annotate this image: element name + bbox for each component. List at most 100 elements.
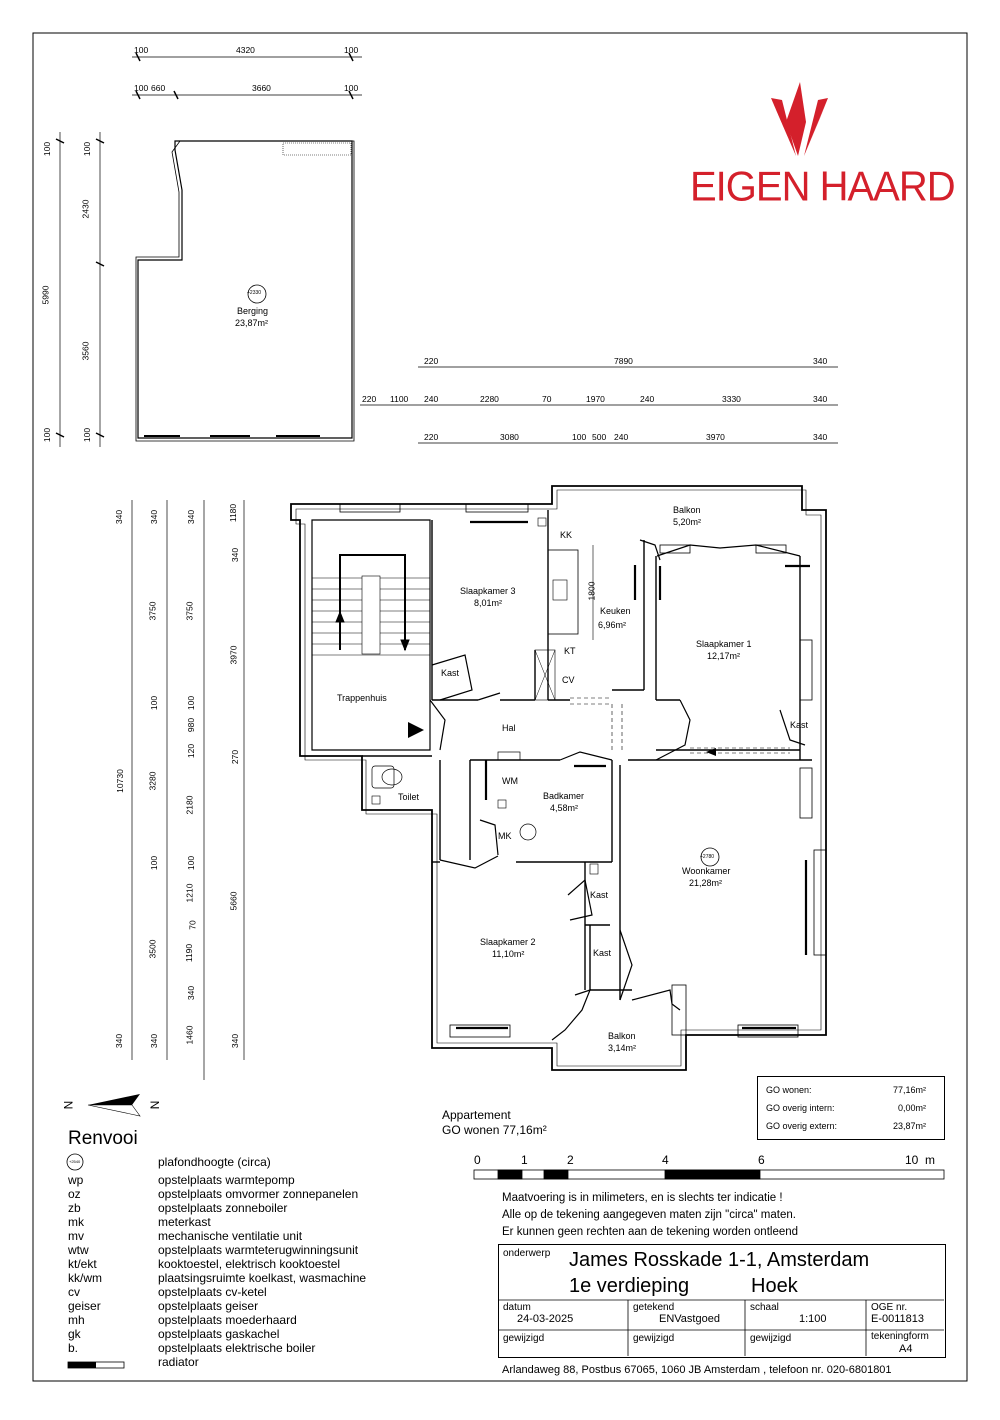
dim-label: 3080 bbox=[500, 432, 519, 442]
radiator-symbol-fill bbox=[68, 1362, 96, 1368]
dim-label: 340 bbox=[813, 432, 828, 442]
dim-label: 340 bbox=[114, 1033, 125, 1049]
dim-label: 100 bbox=[344, 83, 359, 93]
dim-label: 3970 bbox=[706, 432, 725, 442]
dim-label: 120 bbox=[186, 743, 197, 759]
page-frame bbox=[32, 32, 968, 1382]
legend-title: Renvooi bbox=[68, 1128, 138, 1149]
fixture-label: Kast bbox=[590, 890, 609, 900]
dim-label: 5660 bbox=[228, 891, 239, 911]
fixture-label: KT bbox=[564, 646, 576, 656]
brand-wordmark: EIGEN HAARD bbox=[690, 163, 956, 211]
dim-label: 340 bbox=[813, 356, 828, 366]
area-row: GO overig intern:0,00m² bbox=[766, 1103, 926, 1113]
room-area: 6,96m² bbox=[598, 620, 627, 630]
room-name: Berging bbox=[237, 306, 269, 316]
height-symbol-icon bbox=[66, 1153, 84, 1171]
dim-label: 3280 bbox=[147, 771, 158, 791]
legend-item: radiator bbox=[158, 1355, 199, 1369]
dim-label: 7890 bbox=[614, 356, 633, 366]
legend-item: b.opstelplaats elektrische boiler bbox=[68, 1341, 316, 1355]
room-area: 12,17m² bbox=[707, 651, 741, 661]
room-name: Balkon bbox=[608, 1031, 636, 1041]
dim-label: 220 bbox=[362, 394, 377, 404]
room-name: Toilet bbox=[398, 792, 420, 802]
dim-label: 100 bbox=[149, 855, 160, 871]
apartment-dimensions bbox=[131, 366, 838, 1080]
dim-label: 500 bbox=[592, 432, 607, 442]
dim-label: 100 bbox=[572, 432, 587, 442]
drawing-scale: 1:100 bbox=[799, 1313, 827, 1325]
fixture-label: KK bbox=[560, 530, 573, 540]
dim-label: 340 bbox=[230, 547, 241, 563]
room-name: Keuken bbox=[600, 606, 631, 616]
berging-dimensions bbox=[55, 52, 362, 447]
oge-number: E-0011813 bbox=[871, 1313, 925, 1325]
dim-label: 340 bbox=[114, 509, 125, 525]
dim-label: 1190 bbox=[184, 943, 195, 963]
project-address: James Rosskade 1-1, Amsterdam bbox=[569, 1249, 870, 1271]
dim-label: 3660 bbox=[252, 83, 271, 93]
compass-north-label: N bbox=[147, 1100, 162, 1110]
room-name: Woonkamer bbox=[682, 866, 731, 876]
dim-label: 100 bbox=[134, 45, 149, 55]
dim-label: 100 bbox=[134, 83, 149, 93]
legend-item: plafondhoogte (circa) bbox=[158, 1155, 271, 1169]
room-area: 11,10m² bbox=[492, 949, 525, 959]
berging-plan bbox=[135, 140, 355, 442]
dim-label: 100 bbox=[149, 695, 160, 711]
scale-bar bbox=[473, 1169, 945, 1180]
room-area: 3,14m² bbox=[608, 1043, 637, 1053]
unit-position: Hoek bbox=[751, 1275, 798, 1297]
room-name: Trappenhuis bbox=[337, 693, 387, 703]
fixture-label: Kast bbox=[441, 668, 460, 678]
dim-label: 270 bbox=[230, 749, 241, 765]
dim-label: 2430 bbox=[80, 199, 91, 219]
dim-label: 3750 bbox=[147, 601, 158, 621]
room-area: 5,20m² bbox=[673, 517, 702, 527]
dim-label: 3330 bbox=[722, 394, 741, 404]
dim-label: 100 bbox=[344, 45, 359, 55]
dim-label: 2180 bbox=[184, 795, 195, 815]
dim-label: 340 bbox=[149, 509, 160, 525]
dim-label: 1100 bbox=[390, 394, 409, 404]
room-name: Balkon bbox=[673, 505, 701, 515]
room-area: 8,01m² bbox=[474, 598, 503, 608]
dim-label: 100 bbox=[82, 427, 93, 443]
scale-label: 0 bbox=[474, 1153, 481, 1167]
company-address: Arlandaweg 88, Postbus 67065, 1060 JB Am… bbox=[502, 1364, 892, 1376]
dim-label: 340 bbox=[813, 394, 828, 404]
eigen-haard-logo-icon bbox=[771, 82, 828, 156]
fixture-label: 1800 bbox=[586, 581, 597, 601]
dim-label: 100 bbox=[186, 695, 197, 711]
dim-label: 3970 bbox=[228, 645, 239, 665]
fixture-label: MK bbox=[498, 831, 512, 841]
dim-label: 240 bbox=[614, 432, 629, 442]
dim-label: 5990 bbox=[40, 285, 51, 305]
room-name: Hal bbox=[502, 723, 516, 733]
room-name: Slaapkamer 3 bbox=[460, 586, 516, 596]
fixture-label: WM bbox=[502, 776, 518, 786]
scale-label: 2 bbox=[567, 1153, 574, 1167]
dim-label: 4320 bbox=[236, 45, 255, 55]
floor-level: 1e verdieping bbox=[569, 1275, 690, 1297]
dim-label: 340 bbox=[186, 509, 197, 525]
dim-label: 100 bbox=[82, 141, 93, 157]
titleblock-grid bbox=[498, 1299, 944, 1356]
dim-label: 1210 bbox=[184, 883, 195, 903]
room-area: 4,58m² bbox=[550, 803, 579, 813]
dim-label: 340 bbox=[186, 985, 197, 1001]
compass-north-label: N bbox=[61, 1100, 76, 1110]
fixture-label: Kast bbox=[790, 720, 809, 730]
